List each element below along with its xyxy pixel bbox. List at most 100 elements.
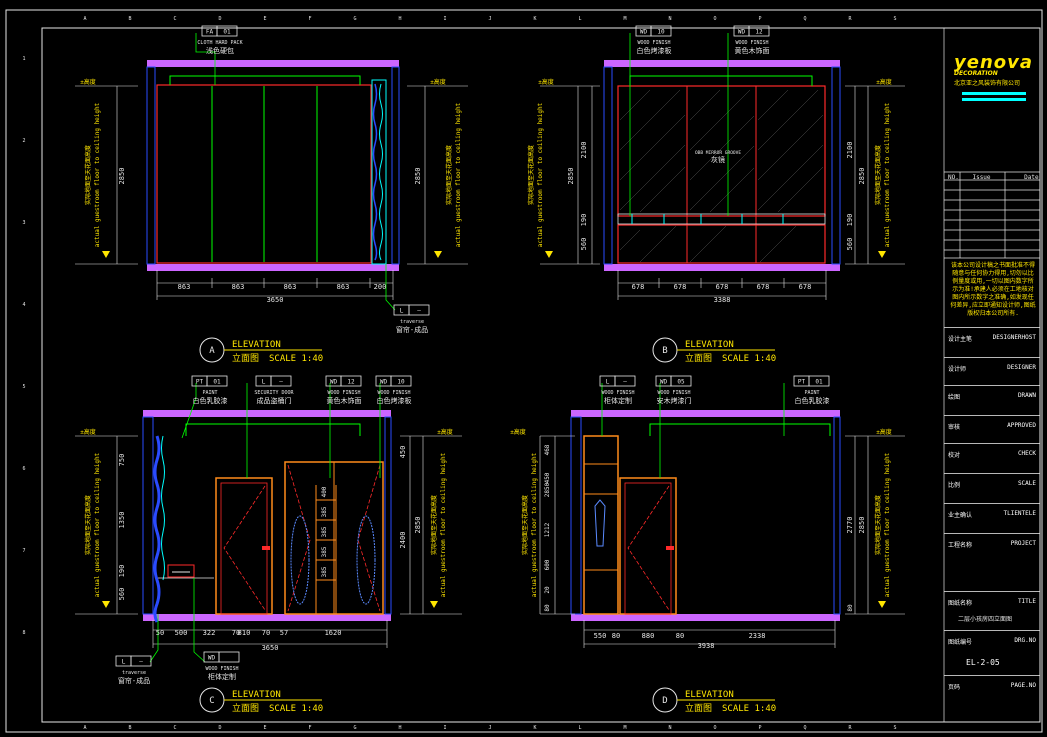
callout-en: WOOD FINISH (637, 40, 670, 46)
shelf-band (617, 213, 826, 225)
side-label-en: actual guestroom floor to ceiling height (94, 452, 101, 597)
callout-en: WOOD FINISH (657, 390, 690, 396)
callout-code: PT (196, 379, 204, 386)
side-label-en: actual guestroom floor to ceiling height (94, 102, 101, 247)
callout-en: PAINT (202, 390, 217, 396)
elevation-letter: C (209, 696, 214, 706)
grid-ref-left: 2 (22, 138, 25, 144)
grid-ref-top: M (623, 16, 626, 22)
dim-value: 57 (280, 629, 288, 637)
title-row-en: DESIGNER (1007, 364, 1036, 371)
side-label-cn: 实际地面至天花面高度 (874, 145, 882, 205)
dim-value: 190 (118, 565, 126, 578)
title-row-cn: 工程名称 (948, 542, 973, 549)
elevation-letter: D (662, 696, 667, 706)
title-row-divider (944, 385, 1040, 386)
title-row-cn: 设计主笔 (948, 336, 973, 343)
callout-num-box (808, 375, 830, 387)
callout-num-box (390, 375, 412, 387)
grid-ref-bottom: F (308, 725, 311, 731)
callout-en: traverse (400, 319, 424, 325)
grid-ref-top: F (308, 16, 311, 22)
curtain (153, 435, 161, 623)
side-label-en: actual guestroom floor to ceiling height (455, 102, 462, 247)
grid-ref-bottom: M (623, 725, 626, 731)
callout-num: 01 (213, 379, 221, 386)
callout-num: — (139, 659, 143, 666)
grid-ref-left: 7 (22, 548, 25, 554)
title-row-cn: 图纸名称 (948, 600, 973, 607)
title-block-lines (943, 28, 1040, 722)
grid-ref-top: C (173, 16, 176, 22)
dim-value: 2850 (414, 168, 422, 185)
callout-num-box (614, 375, 636, 387)
dim-value: 2100 (580, 142, 588, 159)
dim-value: 190 (580, 214, 588, 227)
left-wall (146, 66, 156, 265)
grid-ref-top: K (533, 16, 536, 22)
callout-en: WOOD FINISH (601, 390, 634, 396)
shelf-dim: 385 (321, 526, 328, 537)
wall-frame (156, 84, 372, 264)
dim-value: 2100 (846, 142, 854, 159)
dim-value: 1620 (325, 629, 342, 637)
garment (290, 515, 310, 605)
grid-ref-top: H (398, 16, 401, 22)
title-row-divider (944, 675, 1040, 676)
cyan-bar (962, 92, 1026, 95)
hanging-garment (594, 499, 606, 547)
dim-total: 3650 (262, 644, 279, 652)
cabinet (583, 435, 619, 615)
dim-total: 3938 (698, 642, 715, 650)
grid-ref-bottom: I (443, 725, 446, 731)
dim-value: 2850 (414, 517, 422, 534)
title-row-en: DRAWN (1017, 392, 1036, 399)
callout-num: 10 (397, 379, 405, 386)
grid-ref-left: 4 (22, 302, 25, 308)
ceiling-slab (571, 410, 840, 417)
ceiling-mark: ±高度 (80, 78, 96, 86)
callout-num-box (218, 651, 240, 663)
dim-value: 2850 (858, 168, 866, 185)
dim-value: 550 (594, 632, 607, 640)
dim-value: 2400 (399, 532, 407, 549)
dim-value: 678 (674, 283, 687, 291)
callout-num-box (130, 655, 152, 667)
ceiling-mark: ±高度 (876, 428, 892, 436)
callout-num-box (216, 25, 238, 37)
dim-value: 678 (799, 283, 812, 291)
dim-value: 20 (544, 586, 551, 594)
title-row-cn: 设计师 (948, 366, 967, 373)
grid-ref-left: 3 (22, 220, 25, 226)
dim-value: 322 (203, 629, 216, 637)
callout-code: L (262, 379, 266, 386)
title-block-row: 设计师 DESIGNER (944, 360, 1040, 386)
grid-ref-top: G (353, 16, 356, 22)
cornice (169, 75, 361, 85)
floor-slab (143, 614, 391, 621)
elevation-c (75, 383, 462, 713)
grid-ref-left: 5 (22, 384, 25, 390)
dim-value: 500 (175, 629, 188, 637)
title-row-divider (944, 591, 1040, 592)
grid-ref-left: 6 (22, 466, 25, 472)
dim-value: 560 (846, 238, 854, 251)
callout-num: 10 (657, 29, 665, 36)
ceiling-mark: ±高度 (430, 78, 446, 86)
elevation-scale: SCALE 1:40 (269, 704, 323, 714)
dim-value: 200 (374, 283, 387, 291)
callout-code: L (606, 379, 610, 386)
callout-cn: 安木烤漆门 (657, 396, 692, 405)
callout-num-box (748, 25, 770, 37)
elevation-cn: 立面图 (685, 352, 712, 364)
callout-cn: 白色乳胶漆 (795, 396, 830, 405)
grid-ref-bottom: J (488, 725, 491, 731)
side-label-cn: 实际地面至天花面高度 (84, 145, 92, 205)
dim-total: 3388 (714, 296, 731, 304)
title-row-cn: 业主确认 (948, 512, 973, 519)
ceiling-slab (604, 60, 840, 67)
